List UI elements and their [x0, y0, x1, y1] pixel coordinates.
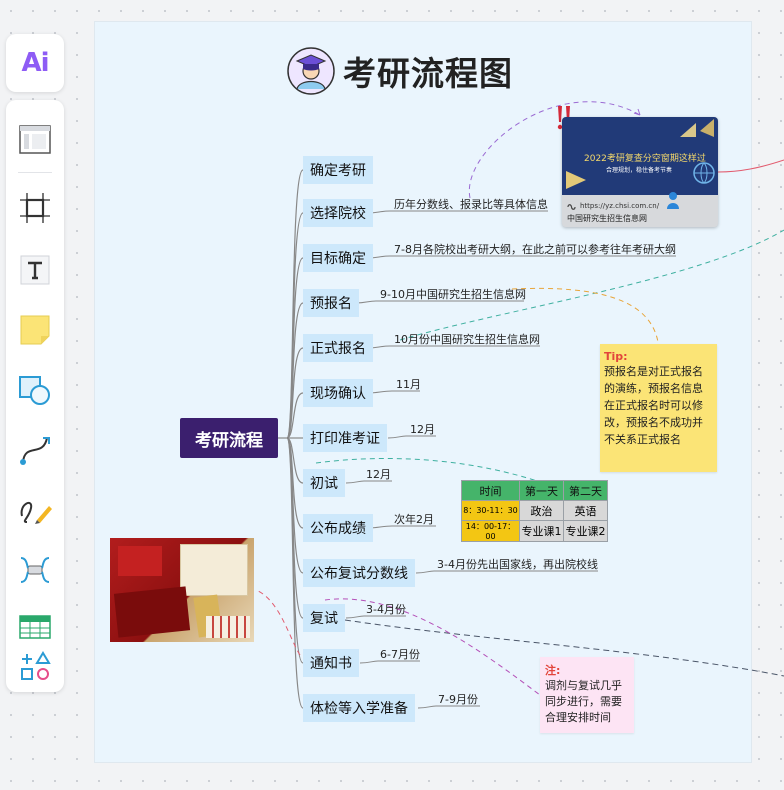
branch-note[interactable]: 次年2月 [394, 511, 434, 527]
branch-node[interactable]: 初试 [303, 469, 345, 497]
user-avatar-icon [666, 191, 680, 211]
link-icon [567, 203, 576, 211]
attention-title: 注: [545, 662, 630, 678]
branch-note[interactable]: 6-7月份 [380, 646, 420, 662]
sticky-note-icon[interactable] [15, 310, 55, 350]
mindmap-title[interactable]: 考研流程图 [287, 45, 513, 97]
table-header-cell[interactable]: 第一天 [520, 481, 564, 501]
mindmap-icon[interactable] [15, 550, 55, 590]
branch-note[interactable]: 10月份中国研究生招生信息网 [394, 331, 540, 347]
pen-icon[interactable] [15, 490, 55, 530]
tip-line: 在正式报名时可以修 [604, 397, 713, 414]
website-name: 中国研究生招生信息网 [567, 213, 647, 224]
ai-label: Ai [21, 48, 48, 78]
attention-line: 调剂与复试几乎 [545, 678, 630, 694]
branch-note[interactable]: 历年分数线、报录比等具体信息 [394, 196, 548, 212]
attention-body: 调剂与复试几乎 同步进行，需要 合理安排时间 [545, 678, 630, 726]
website-url: https://yz.chsi.com.cn/ [580, 202, 659, 210]
template-icon[interactable] [15, 120, 55, 160]
branch-note[interactable]: 12月 [410, 421, 435, 437]
frame-icon[interactable] [15, 188, 55, 228]
branch-node[interactable]: 目标确定 [303, 244, 373, 272]
root-node[interactable]: 考研流程 [180, 418, 278, 458]
photo-stamps [206, 616, 250, 638]
branch-note[interactable]: 9-10月中国研究生招生信息网 [380, 286, 526, 302]
globe-icon [692, 161, 716, 185]
table-row: 14：00-17：00 专业课1 专业课2 [462, 521, 608, 542]
branch-node[interactable]: 公布复试分数线 [303, 559, 415, 587]
left-toolbar [6, 100, 64, 692]
table-header-cell[interactable]: 时间 [462, 481, 520, 501]
shape-icon[interactable] [15, 370, 55, 410]
tip-line: 改，预报名不成功并 [604, 414, 713, 431]
branch-note[interactable]: 12月 [366, 466, 391, 482]
branch-node[interactable]: 确定考研 [303, 156, 373, 184]
table-header-row: 时间 第一天 第二天 [462, 481, 608, 501]
page-title: 考研流程图 [343, 47, 513, 95]
time-cell[interactable]: 8：30-11：30 [462, 501, 520, 521]
table-header-cell[interactable]: 第二天 [564, 481, 608, 501]
table-icon[interactable] [15, 606, 55, 646]
branch-note[interactable]: 11月 [396, 376, 421, 392]
tip-line: 的演练，预报名信息 [604, 380, 713, 397]
subject-cell[interactable]: 英语 [564, 501, 608, 521]
branch-node[interactable]: 选择院校 [303, 199, 373, 227]
admission-letter-photo[interactable] [110, 538, 254, 642]
branch-node[interactable]: 预报名 [303, 289, 359, 317]
branch-node[interactable]: 打印准考证 [303, 424, 387, 452]
attention-line: 同步进行，需要 [545, 694, 630, 710]
photo-letter [180, 544, 248, 596]
decor-triangles-icon [674, 117, 718, 147]
website-subline: 合理规划，稳住备考节奏 [606, 165, 672, 174]
tip-body: 预报名是对正式报名 的演练，预报名信息 在正式报名时可以修 改，预报名不成功并 … [604, 363, 713, 448]
website-link-card[interactable]: 2022考研复查分空窗期这样过 合理规划，稳住备考节奏 https://yz.c… [562, 117, 718, 227]
time-cell[interactable]: 14：00-17：00 [462, 521, 520, 542]
table-row: 8：30-11：30 政治 英语 [462, 501, 608, 521]
branch-node[interactable]: 复试 [303, 604, 345, 632]
ai-assistant-button[interactable]: Ai [6, 34, 64, 92]
branch-node[interactable]: 通知书 [303, 649, 359, 677]
branch-node[interactable]: 现场确认 [303, 379, 373, 407]
tip-line: 不关系正式报名 [604, 431, 713, 448]
photo-envelope [118, 546, 162, 576]
branch-note[interactable]: 7-8月各院校出考研大纲，在此之前可以参考往年考研大纲 [394, 241, 676, 257]
subject-cell[interactable]: 专业课2 [564, 521, 608, 542]
branch-node[interactable]: 正式报名 [303, 334, 373, 362]
tip-title: Tip: [604, 350, 713, 363]
attention-sticky-note[interactable]: 注: 调剂与复试几乎 同步进行，需要 合理安排时间 [540, 657, 634, 733]
more-shapes-icon[interactable] [15, 646, 55, 686]
tip-line: 预报名是对正式报名 [604, 363, 713, 380]
photo-folder [114, 586, 190, 637]
subject-cell[interactable]: 政治 [520, 501, 564, 521]
decor-triangle-left-icon [566, 167, 588, 193]
graduate-avatar-icon [287, 47, 335, 95]
branch-node[interactable]: 体检等入学准备 [303, 694, 415, 722]
subject-cell[interactable]: 专业课1 [520, 521, 564, 542]
connector-icon[interactable] [15, 430, 55, 470]
text-icon[interactable] [15, 250, 55, 290]
exam-schedule-table[interactable]: 时间 第一天 第二天 8：30-11：30 政治 英语 14：00-17：00 … [461, 480, 608, 542]
branch-note[interactable]: 3-4月份 [366, 601, 406, 617]
website-headline: 2022考研复查分空窗期这样过 [584, 151, 706, 164]
branch-node[interactable]: 公布成绩 [303, 514, 373, 542]
attention-line: 合理安排时间 [545, 710, 630, 726]
branch-note[interactable]: 7-9月份 [438, 691, 478, 707]
branch-note[interactable]: 3-4月份先出国家线，再出院校线 [437, 556, 598, 572]
tip-sticky-note[interactable]: Tip: 预报名是对正式报名 的演练，预报名信息 在正式报名时可以修 改，预报名… [600, 344, 717, 472]
